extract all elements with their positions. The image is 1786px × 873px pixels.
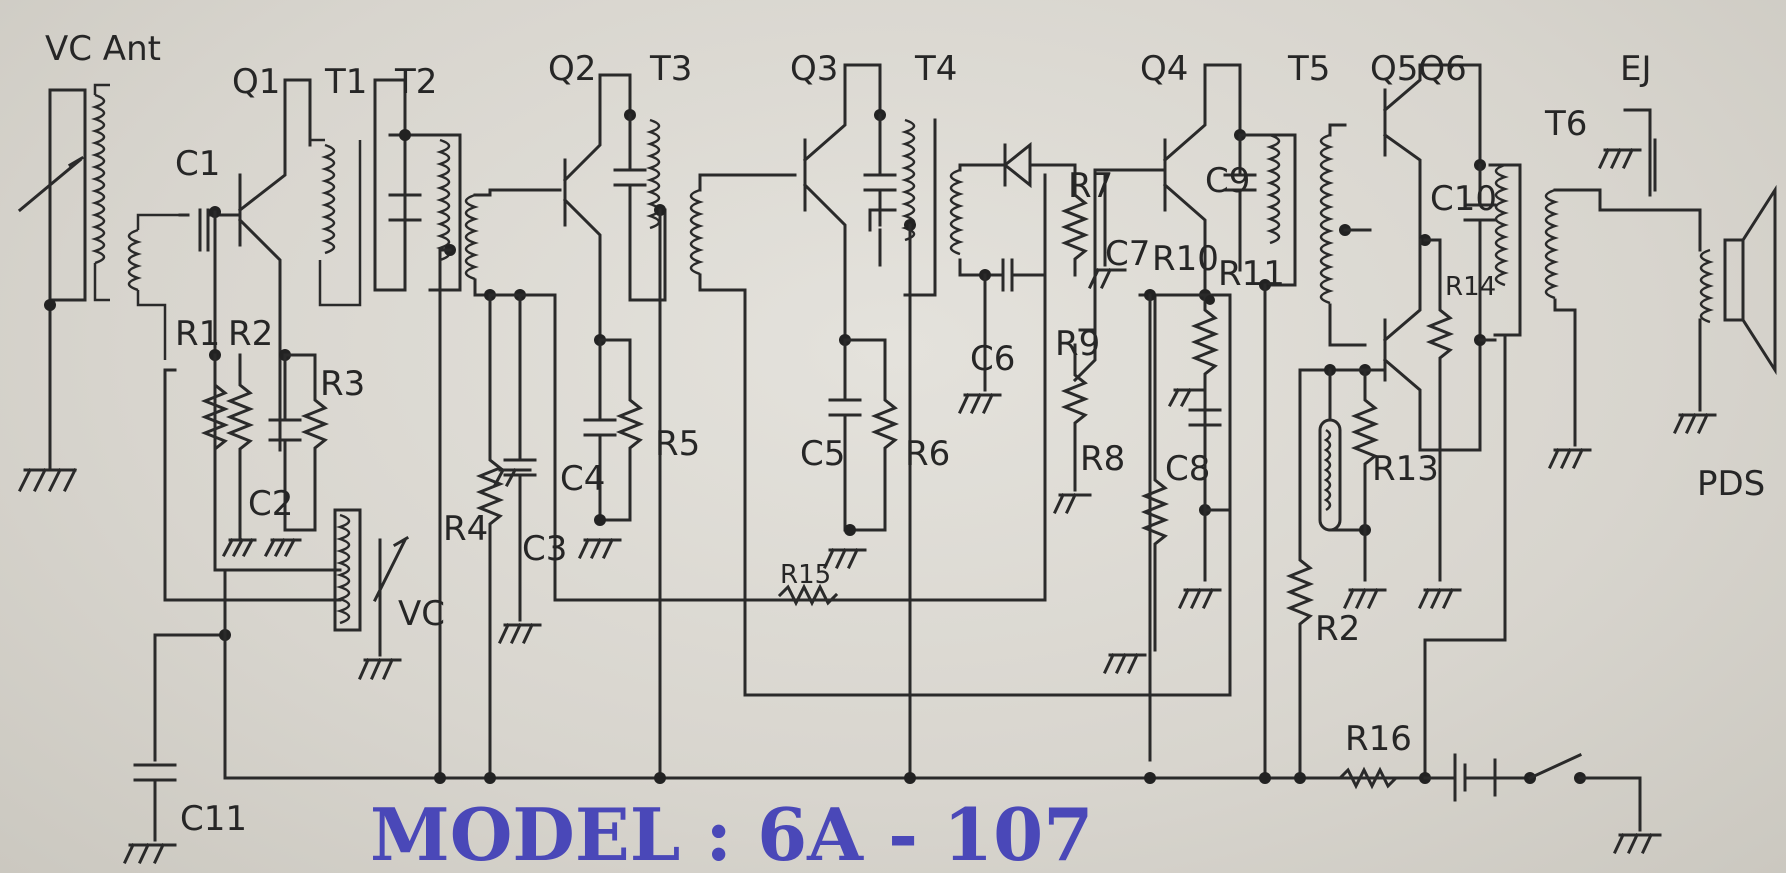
label-q5q6: Q5Q6 [1370, 49, 1467, 89]
label-c5: C5 [800, 434, 845, 474]
label-r10: R10 [1152, 239, 1219, 279]
ground-symbol-r13 [1343, 588, 1387, 609]
label-r3: R3 [320, 364, 365, 404]
ground-symbol-q1 [221, 537, 257, 558]
label-t1: T1 [324, 62, 367, 102]
q2-stage: Q2 T3 R4 C3 C4 R5 [443, 49, 1047, 780]
ground-symbol-spk [1673, 413, 1717, 434]
label-q3: Q3 [790, 49, 838, 89]
label-c7: C7 [1105, 234, 1150, 274]
ground-symbol-c11 [123, 843, 177, 864]
ground-symbol-r8 [1053, 493, 1092, 514]
ground-symbol-ej [1598, 148, 1642, 169]
ground-symbol-det [958, 393, 1002, 414]
c11-stage: C11 [123, 763, 247, 864]
coil-t1 [310, 138, 362, 307]
ground-symbol-sw [1613, 833, 1662, 854]
bus-junctions [434, 772, 1306, 784]
label-r7: R7 [1068, 166, 1113, 206]
label-r15: R15 [780, 560, 831, 590]
label-c10: C10 [1430, 179, 1497, 219]
label-r4: R4 [443, 509, 488, 549]
ground-symbol-q5 [1418, 588, 1462, 609]
label-vc: VC [398, 594, 445, 634]
label-r5: R5 [655, 424, 700, 464]
label-r1: R1 [175, 314, 220, 354]
label-c4: C4 [560, 459, 605, 499]
label-c3: C3 [522, 529, 567, 569]
label-t6: T6 [1544, 104, 1587, 144]
ground-symbol-q1b [263, 537, 302, 558]
label-c9: C9 [1205, 161, 1250, 201]
label-t2: T2 [394, 62, 437, 102]
ground-symbol-q4b [1167, 387, 1207, 408]
t2-osc: T2 VC [153, 62, 462, 780]
ground-symbol-q3 [823, 548, 867, 569]
ground-symbol-q2c [578, 538, 622, 559]
q3-stage: Q3 T4 C5 R6 R15 [689, 49, 1232, 780]
ground-symbol-c7 [1088, 268, 1127, 289]
label-r16: R16 [1345, 719, 1412, 759]
label-c1: C1 [175, 144, 220, 184]
ground-symbol-q4a [1103, 653, 1147, 674]
label-c11: C11 [180, 799, 247, 839]
antenna-coil [91, 83, 180, 360]
ground-symbol-q2b [498, 623, 542, 644]
label-c8: C8 [1165, 449, 1210, 489]
label-ej: EJ [1620, 49, 1652, 89]
label-c2: C2 [248, 484, 293, 524]
label-r14: R14 [1445, 272, 1496, 302]
label-q4: Q4 [1140, 49, 1188, 89]
label-t5: T5 [1287, 49, 1330, 89]
speaker-icon [1723, 184, 1777, 376]
speaker-stage: T6 EJ PDS [1544, 49, 1777, 504]
detector-stage: C6 R7 C7 R9 R8 [949, 141, 1150, 514]
label-q2: Q2 [548, 49, 596, 89]
label-r12: R2 [1315, 609, 1360, 649]
power-section: R16 [1298, 719, 1662, 854]
label-vc-ant: VC Ant [45, 29, 161, 69]
label-t3: T3 [649, 49, 692, 89]
q4-stage: Q4 C9 R10 R11 C8 [1103, 49, 1297, 780]
label-c6: C6 [970, 339, 1015, 379]
label-t4: T4 [914, 49, 957, 89]
model-caption: MODEL : 6A - 107 [370, 792, 1093, 873]
ground-symbol-ant [17, 467, 78, 493]
ground-symbol-t6 [1548, 448, 1592, 469]
label-r8: R8 [1080, 439, 1125, 479]
output-stage: T5 Q5Q6 C10 R14 R13 R2 [1285, 49, 1522, 780]
ground-symbol-vc [358, 658, 402, 680]
label-r13: R13 [1372, 449, 1439, 489]
antenna-stage: VC Ant C1 [17, 29, 242, 493]
q1-stage: Q1 T1 R1 R2 R3 C2 [163, 62, 367, 602]
label-r2: R2 [228, 314, 273, 354]
ground-symbol-q4c [1178, 588, 1222, 609]
label-pds: PDS [1697, 464, 1765, 504]
ground-symbol-q2a [492, 467, 532, 488]
label-r9: R9 [1055, 324, 1100, 364]
label-r6: R6 [905, 434, 950, 474]
label-r11: R11 [1218, 254, 1285, 294]
label-q1: Q1 [232, 62, 280, 102]
